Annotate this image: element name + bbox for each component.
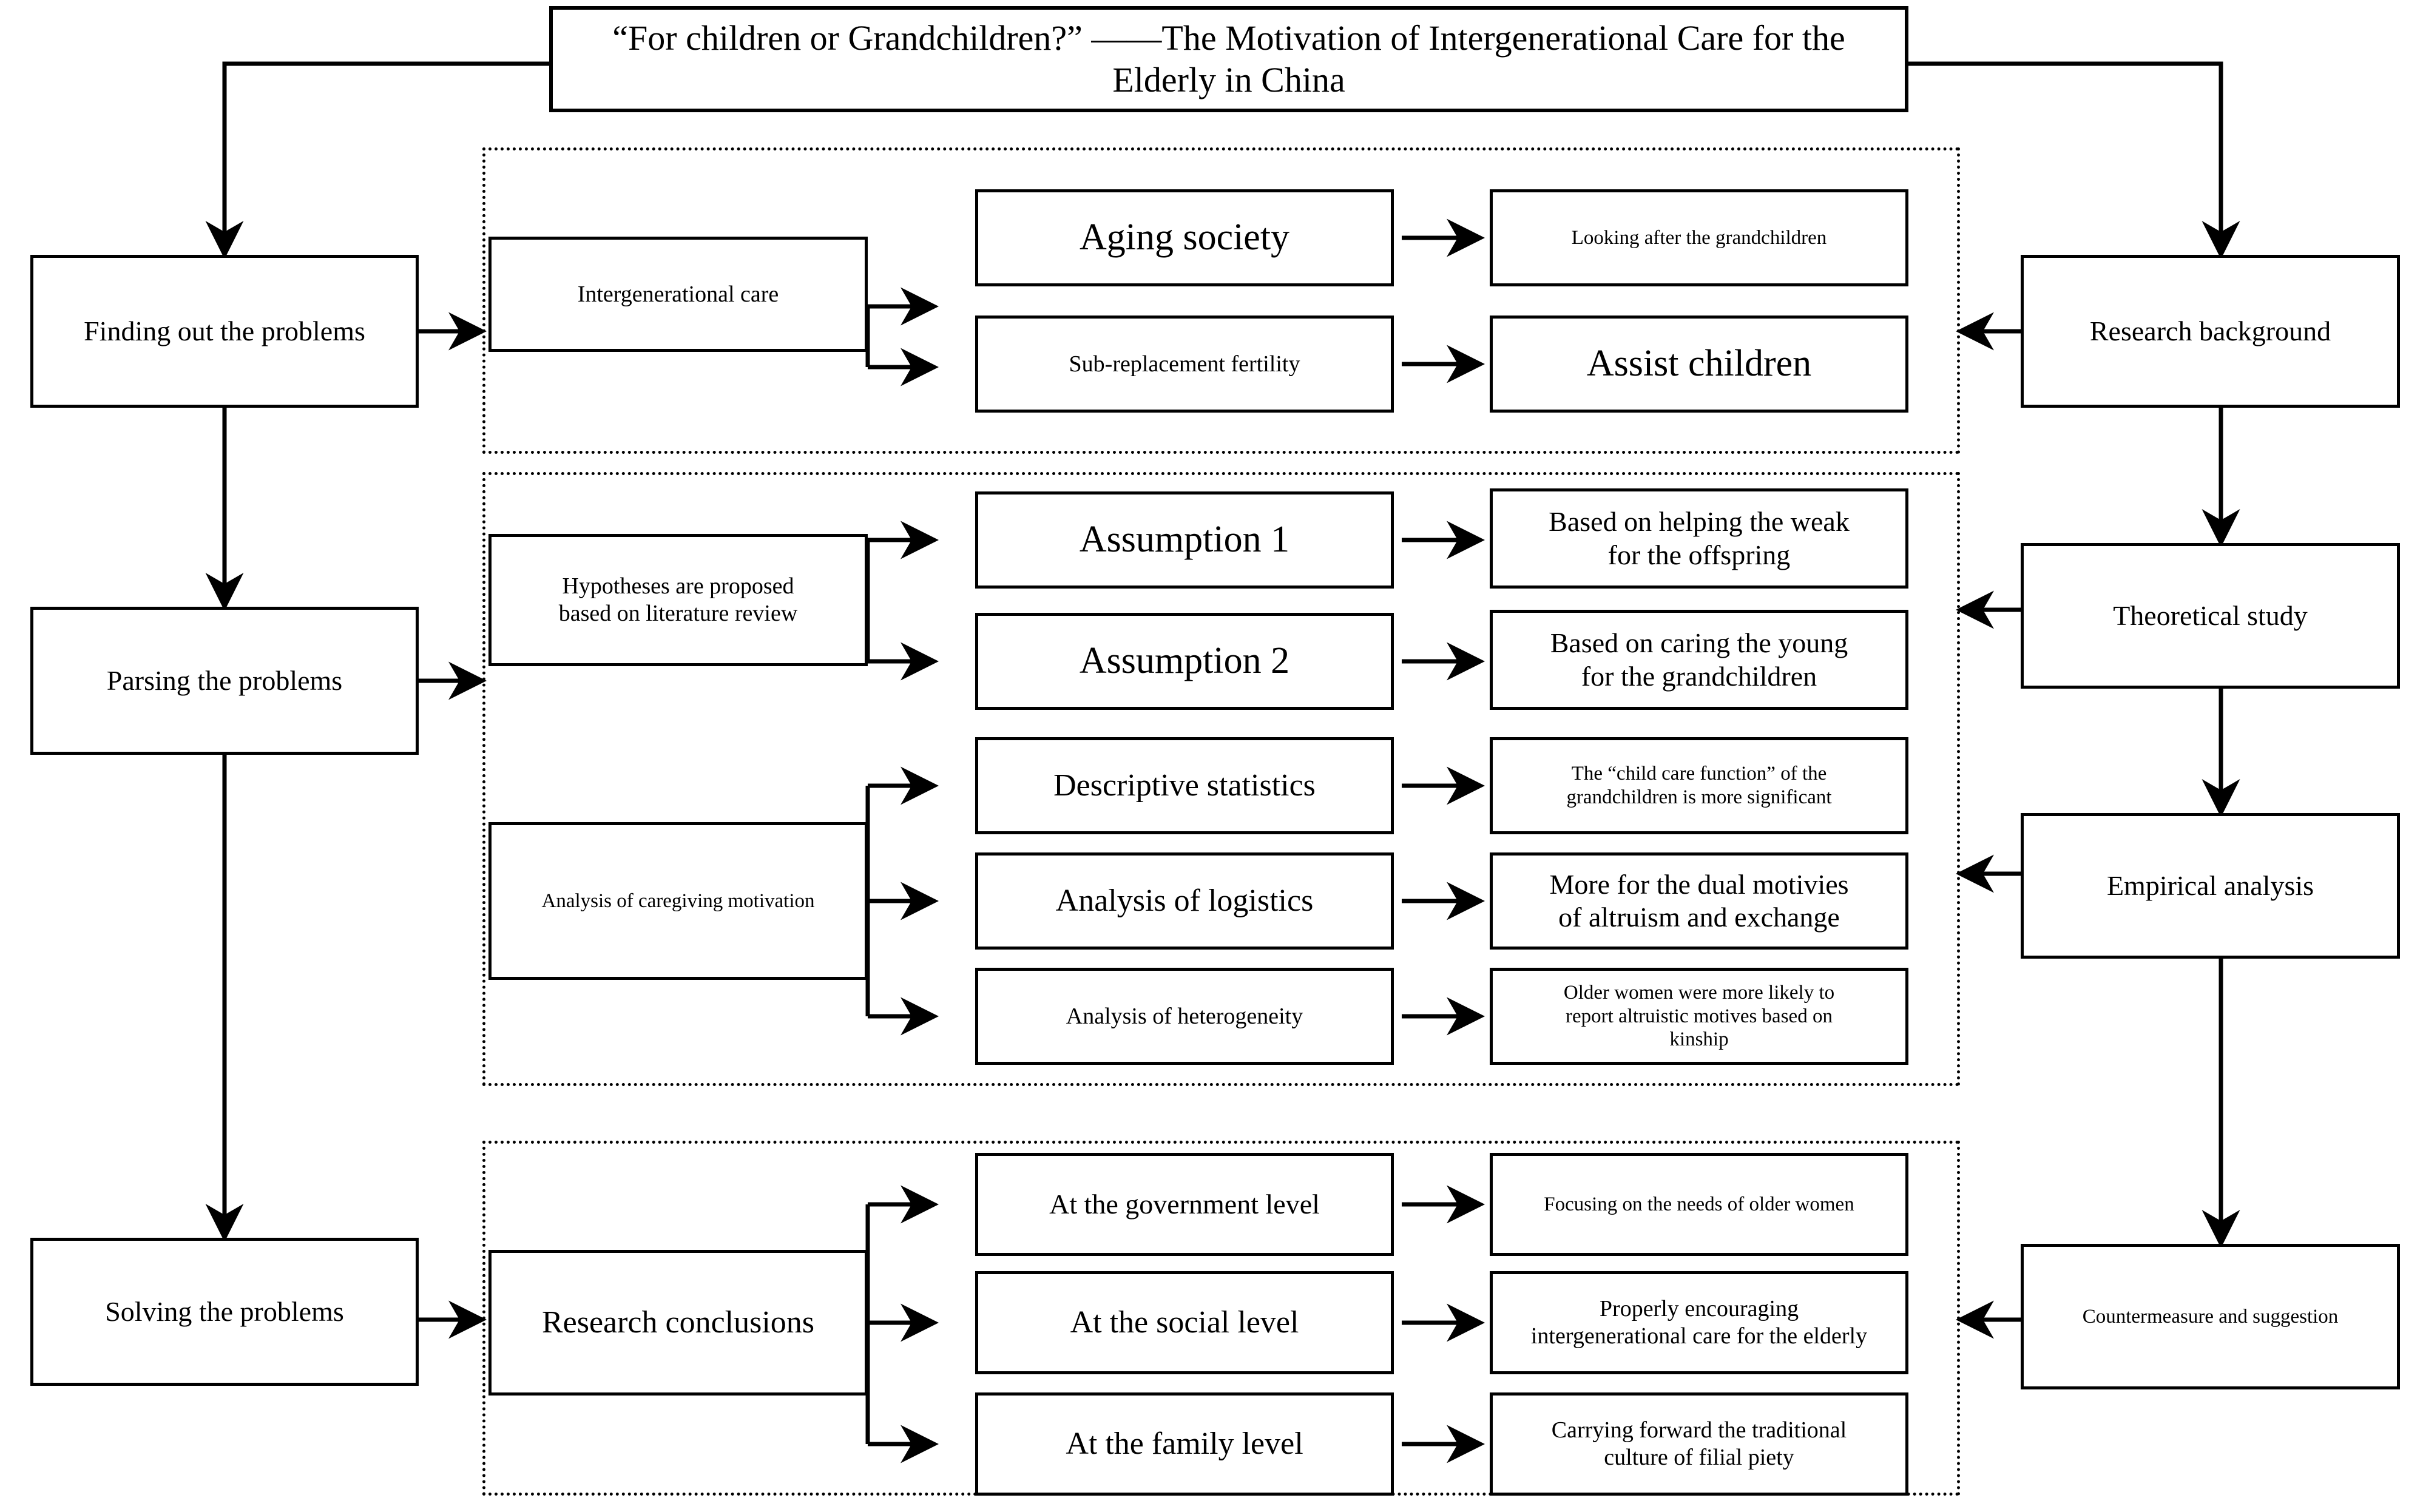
middle-at-the-government-level[interactable]: At the government level: [975, 1153, 1394, 1256]
result-label-s2-b2-1: More for the dual motivies of altruism a…: [1549, 868, 1849, 933]
result-label-s2-b1-1: Based on caring the young for the grandc…: [1550, 627, 1848, 692]
middle-sub-replacement-fertility[interactable]: Sub-replacement fertility: [975, 316, 1394, 413]
right-step-label-0: Research background: [2089, 315, 2331, 346]
source-label-s1-b1: Intergenerational care: [577, 281, 779, 307]
section-group-background: [482, 147, 1960, 454]
right-step-label-3: Countermeasure and suggestion: [2082, 1305, 2339, 1328]
middle-label-s3-b1-2: At the family level: [1066, 1426, 1303, 1462]
middle-analysis-of-heterogeneity[interactable]: Analysis of heterogeneity: [975, 968, 1394, 1065]
middle-assumption-2[interactable]: Assumption 2: [975, 613, 1394, 710]
result-focusing-on-needs-of-older-women[interactable]: Focusing on the needs of older women: [1490, 1153, 1908, 1256]
left-step-finding-out-the-problems[interactable]: Finding out the problems: [30, 255, 419, 408]
right-step-label-1: Theoretical study: [2113, 599, 2308, 631]
result-label-s2-b2-0: The “child care function” of the grandch…: [1566, 763, 1832, 808]
source-analysis-of-caregiving-motivation[interactable]: Analysis of caregiving motivation: [488, 822, 868, 980]
source-label-s2-b2: Analysis of caregiving motivation: [541, 889, 815, 912]
middle-label-s2-b2-2: Analysis of heterogeneity: [1066, 1003, 1303, 1029]
middle-analysis-of-logistics[interactable]: Analysis of logistics: [975, 852, 1394, 950]
chart-title-text: “For children or Grandchildren?” ——The M…: [612, 18, 1845, 100]
result-looking-after-the-grandchildren[interactable]: Looking after the grandchildren: [1490, 189, 1908, 286]
result-child-care-function-significant[interactable]: The “child care function” of the grandch…: [1490, 737, 1908, 834]
middle-label-s1-b1-0: Aging society: [1079, 217, 1290, 258]
result-caring-the-young-for-the-grandchildren[interactable]: Based on caring the young for the grandc…: [1490, 610, 1908, 710]
middle-at-the-family-level[interactable]: At the family level: [975, 1392, 1394, 1496]
middle-descriptive-statistics[interactable]: Descriptive statistics: [975, 737, 1394, 834]
middle-at-the-social-level[interactable]: At the social level: [975, 1271, 1394, 1374]
middle-label-s1-b1-1: Sub-replacement fertility: [1069, 351, 1300, 377]
right-step-research-background[interactable]: Research background: [2021, 255, 2400, 408]
result-dual-motives-altruism-exchange[interactable]: More for the dual motivies of altruism a…: [1490, 852, 1908, 950]
left-step-label-2: Solving the problems: [105, 1295, 344, 1327]
middle-label-s3-b1-1: At the social level: [1070, 1305, 1299, 1340]
middle-label-s3-b1-0: At the government level: [1049, 1188, 1320, 1220]
middle-label-s2-b1-0: Assumption 1: [1079, 519, 1290, 561]
right-step-countermeasure-and-suggestion[interactable]: Countermeasure and suggestion: [2021, 1244, 2400, 1389]
result-older-women-altruistic-kinship[interactable]: Older women were more likely to report a…: [1490, 968, 1908, 1065]
result-assist-children[interactable]: Assist children: [1490, 316, 1908, 413]
right-step-theoretical-study[interactable]: Theoretical study: [2021, 543, 2400, 689]
result-helping-the-weak-for-the-offspring[interactable]: Based on helping the weak for the offspr…: [1490, 488, 1908, 589]
middle-label-s2-b2-1: Analysis of logistics: [1055, 883, 1314, 919]
source-label-s3-b1: Research conclusions: [541, 1305, 815, 1340]
result-label-s1-b1-0: Looking after the grandchildren: [1571, 226, 1827, 249]
source-intergenerational-care[interactable]: Intergenerational care: [488, 237, 868, 352]
result-carrying-forward-filial-piety[interactable]: Carrying forward the traditional culture…: [1490, 1392, 1908, 1496]
result-label-s1-b1-1: Assist children: [1586, 343, 1812, 385]
source-research-conclusions[interactable]: Research conclusions: [488, 1250, 868, 1396]
result-label-s3-b1-0: Focusing on the needs of older women: [1544, 1193, 1854, 1215]
left-step-parsing-the-problems[interactable]: Parsing the problems: [30, 607, 419, 755]
result-label-s2-b1-0: Based on helping the weak for the offspr…: [1549, 506, 1850, 570]
middle-assumption-1[interactable]: Assumption 1: [975, 491, 1394, 589]
middle-label-s2-b2-0: Descriptive statistics: [1053, 768, 1316, 803]
section-group-theory-empirical: [482, 472, 1960, 1086]
result-label-s2-b2-2: Older women were more likely to report a…: [1563, 981, 1835, 1051]
left-step-label-0: Finding out the problems: [84, 315, 365, 346]
left-step-label-1: Parsing the problems: [106, 664, 343, 696]
result-properly-encouraging-intergenerational-care[interactable]: Properly encouraging intergenerational c…: [1490, 1271, 1908, 1374]
source-hypotheses-literature-review[interactable]: Hypotheses are proposed based on literat…: [488, 534, 868, 666]
right-step-label-2: Empirical analysis: [2106, 869, 2314, 901]
source-label-s2-b1: Hypotheses are proposed based on literat…: [558, 573, 798, 626]
result-label-s3-b1-2: Carrying forward the traditional culture…: [1551, 1417, 1847, 1470]
left-step-solving-the-problems[interactable]: Solving the problems: [30, 1238, 419, 1386]
right-step-empirical-analysis[interactable]: Empirical analysis: [2021, 813, 2400, 959]
chart-title-box: “For children or Grandchildren?” ——The M…: [549, 6, 1908, 112]
middle-label-s2-b1-1: Assumption 2: [1079, 640, 1290, 682]
result-label-s3-b1-1: Properly encouraging intergenerational c…: [1530, 1296, 1868, 1349]
middle-aging-society[interactable]: Aging society: [975, 189, 1394, 286]
